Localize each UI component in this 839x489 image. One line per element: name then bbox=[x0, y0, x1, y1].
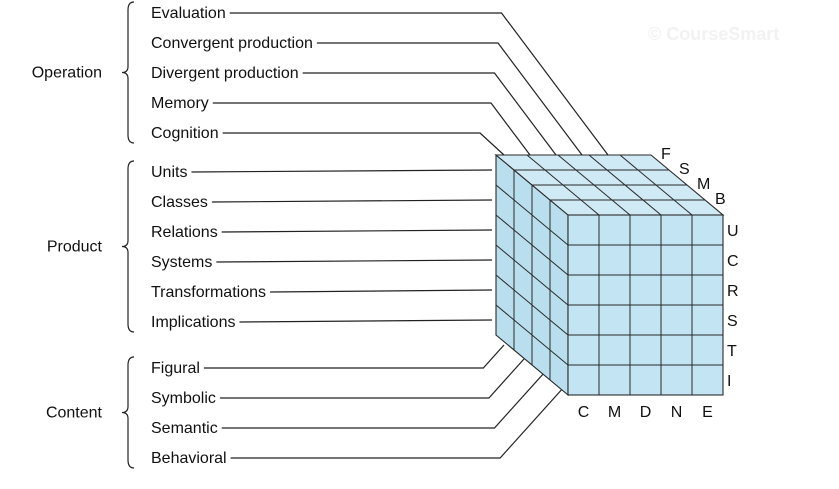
leader-line bbox=[239, 319, 493, 323]
leader-line bbox=[211, 199, 493, 203]
group-label: Content bbox=[46, 405, 103, 422]
leader-line bbox=[219, 358, 525, 399]
leader-line bbox=[302, 72, 557, 156]
leader-line bbox=[221, 372, 545, 429]
leader-line bbox=[230, 386, 565, 459]
group-brace bbox=[121, 160, 135, 333]
group-brace bbox=[121, 356, 135, 469]
leader-line bbox=[222, 132, 505, 156]
leader-line bbox=[212, 102, 531, 156]
dimension-item-label: Systems bbox=[151, 254, 212, 271]
product-code: S bbox=[727, 313, 738, 330]
operation-code: M bbox=[697, 176, 710, 193]
dimension-item-label: Figural bbox=[151, 360, 200, 377]
product-code: R bbox=[727, 283, 739, 300]
leader-line bbox=[269, 289, 493, 293]
watermark: © CourseSmart bbox=[648, 24, 779, 44]
leader-line bbox=[216, 259, 493, 263]
operation-code: F bbox=[661, 146, 671, 163]
content-code: C bbox=[578, 404, 590, 421]
leader-line bbox=[203, 344, 505, 369]
group-label: Operation bbox=[32, 65, 102, 82]
cube bbox=[494, 153, 725, 397]
operation-code: B bbox=[715, 191, 726, 208]
dimension-item-label: Divergent production bbox=[151, 65, 299, 82]
leader-line bbox=[221, 229, 493, 233]
content-code: E bbox=[702, 404, 713, 421]
dimension-item-label: Behavioral bbox=[151, 450, 227, 467]
dimension-item-label: Evaluation bbox=[151, 5, 226, 22]
content-code: N bbox=[671, 404, 683, 421]
leader-line bbox=[316, 42, 583, 156]
leader-line bbox=[191, 169, 493, 173]
product-code: C bbox=[727, 253, 739, 270]
product-code: U bbox=[727, 223, 739, 240]
dimension-item-label: Memory bbox=[151, 95, 209, 112]
dimension-item-label: Units bbox=[151, 164, 187, 181]
dimension-item-label: Cognition bbox=[151, 125, 219, 142]
group-braces bbox=[121, 1, 135, 469]
operation-code: S bbox=[679, 161, 690, 178]
dimension-item-label: Relations bbox=[151, 224, 218, 241]
dimension-item-label: Implications bbox=[151, 314, 235, 331]
dimension-item-label: Convergent production bbox=[151, 35, 313, 52]
content-code: M bbox=[608, 404, 621, 421]
dimension-item-label: Semantic bbox=[151, 420, 218, 437]
dimension-item-label: Classes bbox=[151, 194, 208, 211]
product-code: T bbox=[727, 343, 737, 360]
dimension-item-label: Symbolic bbox=[151, 390, 216, 407]
group-label: Product bbox=[47, 239, 103, 256]
dimension-item-label: Transformations bbox=[151, 284, 266, 301]
leader-lines bbox=[191, 12, 609, 459]
product-code: I bbox=[727, 373, 731, 390]
leader-line bbox=[229, 12, 609, 156]
content-code: D bbox=[640, 404, 652, 421]
group-brace bbox=[121, 1, 135, 144]
